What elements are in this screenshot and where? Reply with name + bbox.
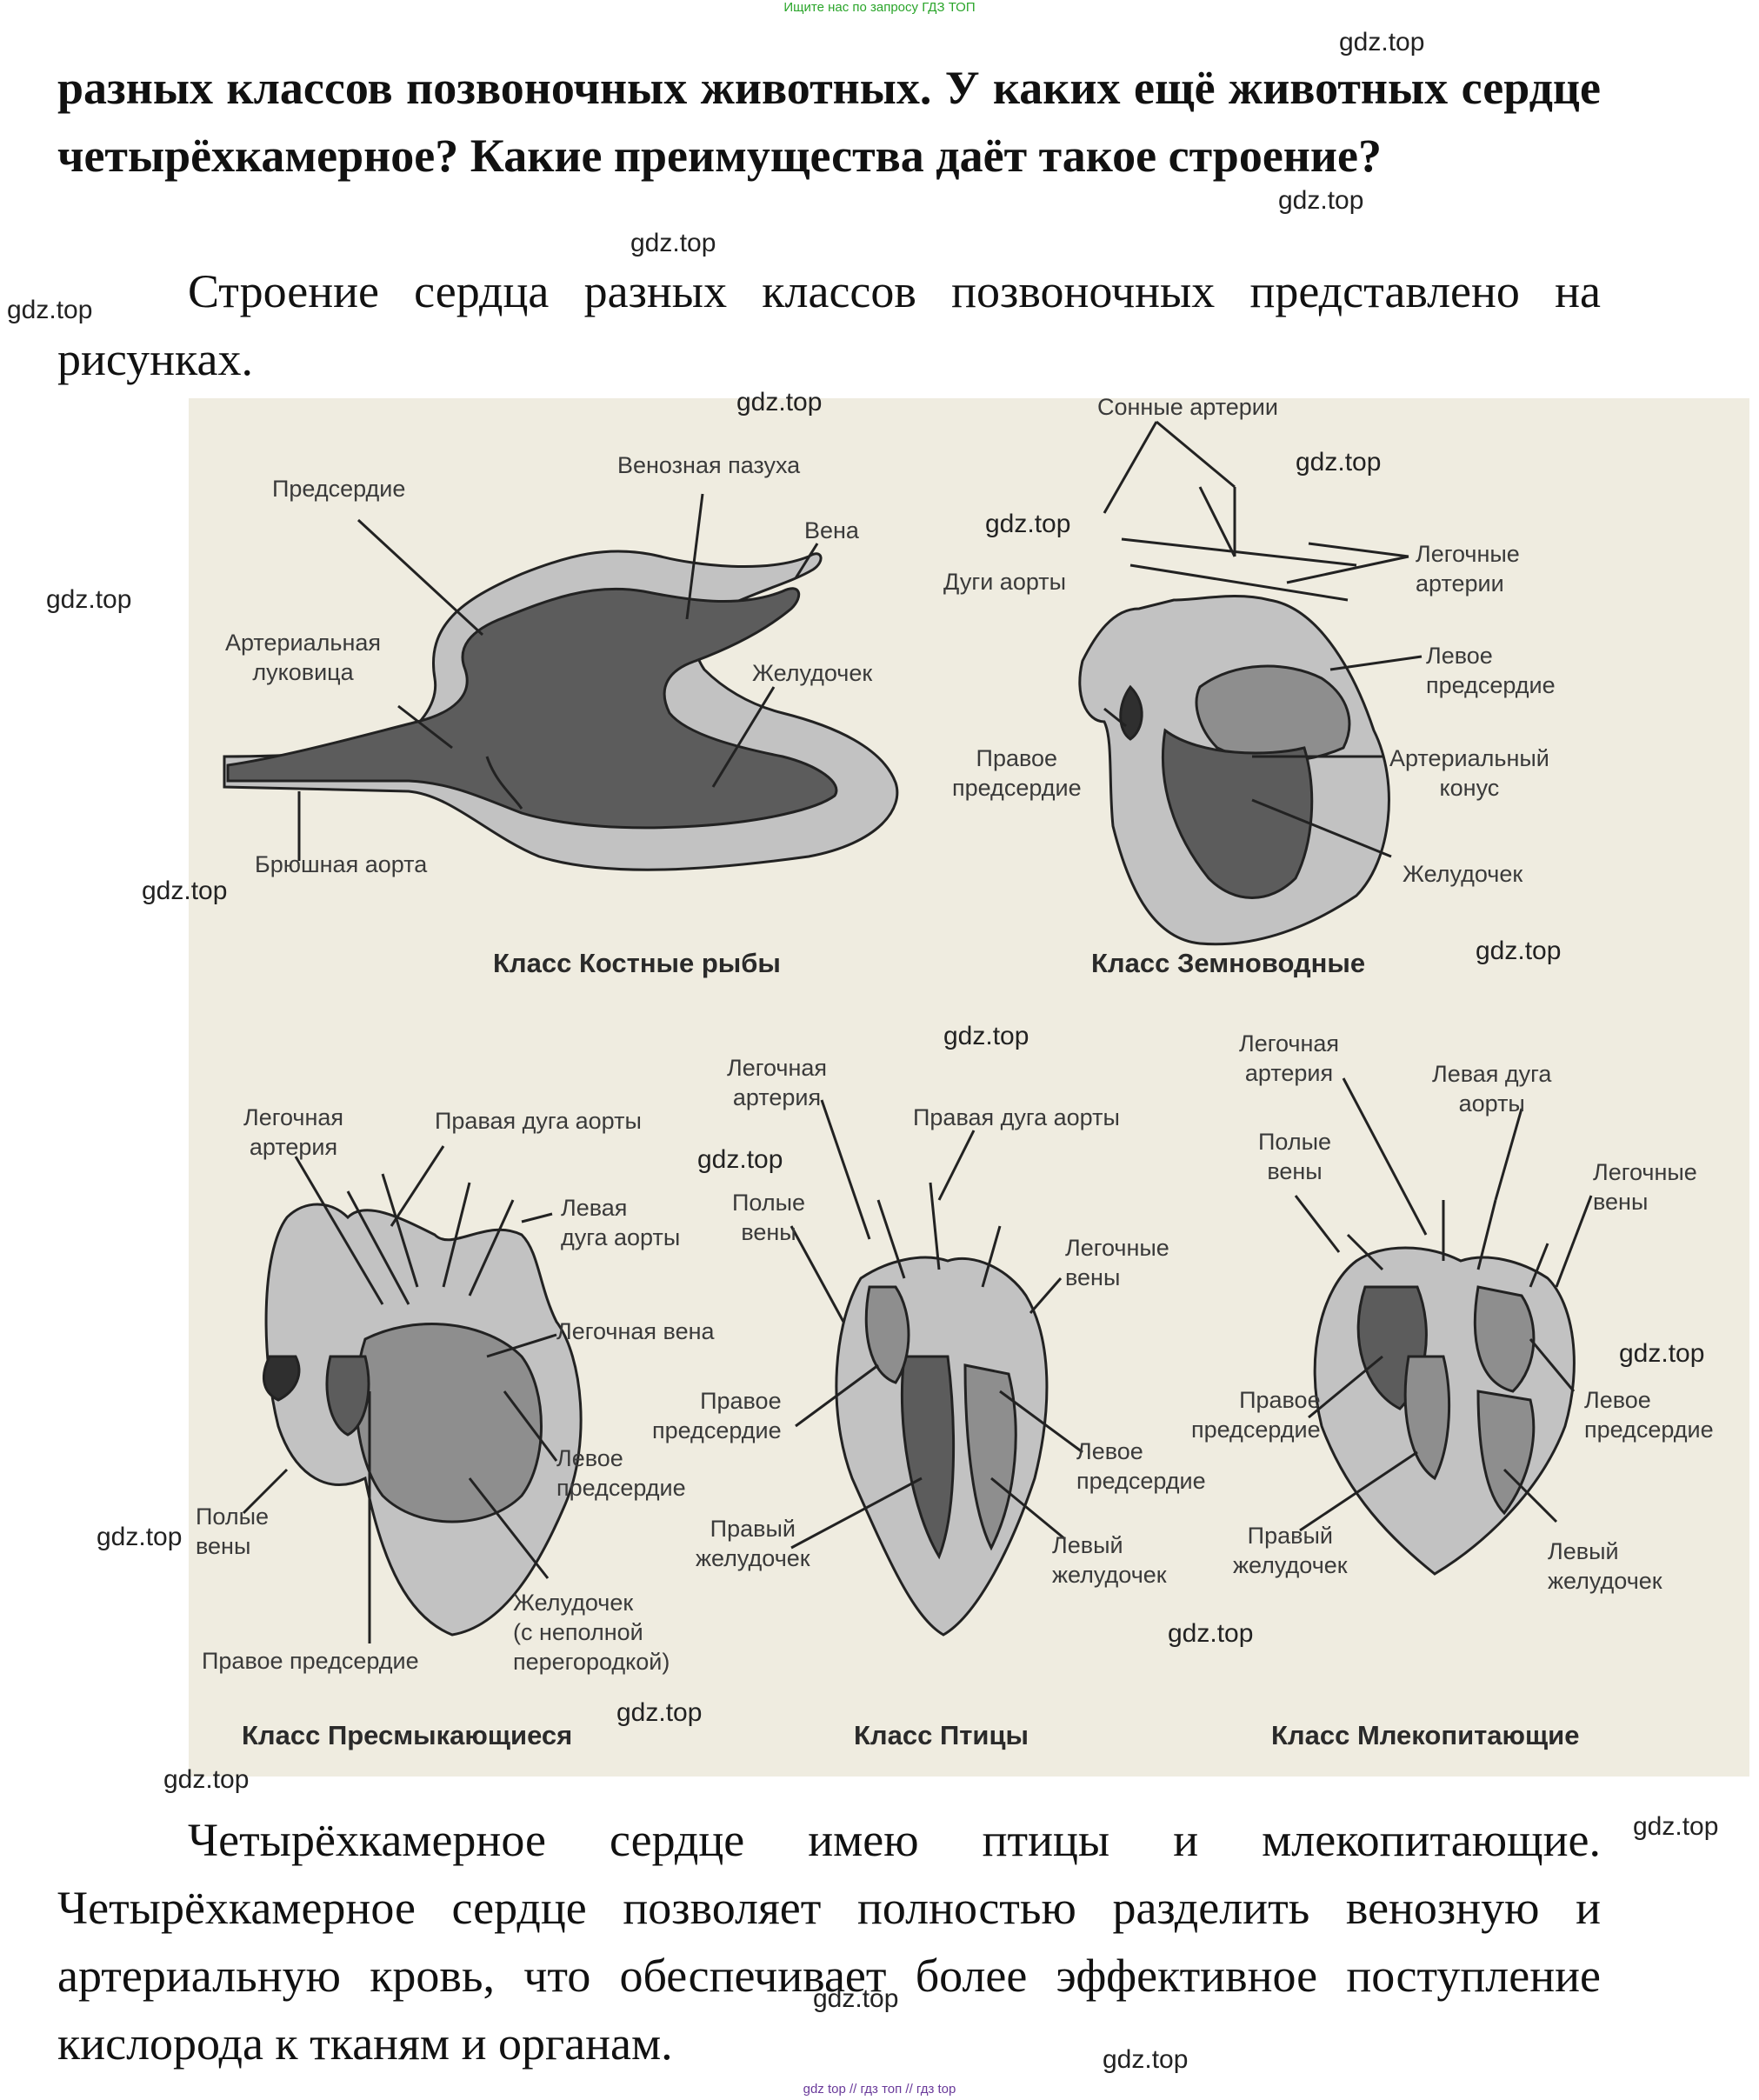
watermark: gdz.top (1619, 1339, 1705, 1368)
mammal-label-left-arch: Левая дуга аорты (1432, 1061, 1552, 1117)
fish-label-ventricle: Желудочек (752, 660, 873, 686)
mammal-caption: Класс Млекопитающие (1271, 1720, 1580, 1750)
amphibian-label-carotid: Сонные артерии (1097, 394, 1278, 420)
bird-label-left-ventricle: Левый желудочек (1052, 1532, 1167, 1588)
reptile-label-ventricle: Желудочек (с неполной перегородкой) (513, 1590, 670, 1675)
watermark: gdz.top (1633, 1812, 1719, 1841)
mammal-label-pulmonary-veins: Легочные вены (1593, 1159, 1697, 1215)
bird-label-pulmonary-veins: Легочные вены (1065, 1235, 1169, 1290)
watermark: gdz.top (616, 1698, 703, 1727)
watermark: gdz.top (697, 1145, 783, 1174)
bird-label-right-ventricle: Правый желудочек (696, 1516, 810, 1571)
reptile-label-left-atrium: Левое предсердие (556, 1445, 686, 1501)
bird-label-right-atrium: Правое предсердие (652, 1388, 782, 1443)
reptile-label-pulmonary-artery: Легочная артерия (243, 1104, 344, 1160)
amphibian-label-ventricle: Желудочек (1403, 861, 1523, 887)
reptile-label-left-arch: Левая дуга аорты (561, 1195, 681, 1250)
reptile-leader-lines (242, 1145, 558, 1643)
watermark: gdz.top (943, 1022, 1029, 1050)
mammal-heart-drawing (1313, 1199, 1576, 1576)
mammal-label-pulmonary-artery: Легочная артерия (1239, 1030, 1340, 1086)
watermark: gdz.top (97, 1523, 183, 1551)
mammal-label-right-ventricle: Правый желудочек (1233, 1523, 1348, 1578)
watermark: gdz.top (46, 585, 132, 614)
watermark: gdz.top (1278, 186, 1364, 215)
fish-leader-lines (297, 493, 819, 861)
reptile-label-venae-cavae: Полые вены (196, 1503, 270, 1559)
amphibian-label-pulmonary-arteries: Легочные артерии (1416, 541, 1520, 597)
bird-label-right-arch: Правая дуга аорты (913, 1104, 1120, 1130)
watermark: gdz.top (1339, 28, 1425, 57)
mammal-leader-lines (1294, 1077, 1593, 1532)
watermark: gdz.top (1296, 448, 1382, 477)
bird-label-left-atrium: Левое предсердие (1076, 1438, 1206, 1494)
fish-label-atrium: Предсердие (272, 476, 406, 502)
watermark: gdz.top (736, 388, 823, 417)
amphibian-label-aortic-arches: Дуги аорты (943, 569, 1067, 595)
reptile-label-pulmonary-vein: Легочная вена (556, 1318, 715, 1344)
watermark: gdz.top (1103, 2045, 1189, 2074)
reptile-label-right-atrium: Правое предсердие (202, 1648, 419, 1674)
mammal-label-venae-cavae: Полые вены (1258, 1129, 1332, 1184)
amphibian-label-left-atrium: Левое предсердие (1426, 643, 1556, 698)
watermark: gdz.top (630, 229, 716, 257)
fish-label-ventral-aorta: Брюшная аорта (255, 851, 428, 877)
reptile-caption: Класс Пресмыкающиеся (242, 1720, 573, 1750)
amphibian-label-conus: Артериальный конус (1389, 745, 1549, 801)
watermark: gdz.top (813, 1984, 899, 2013)
fish-label-bulbus: Артериальная луковица (225, 630, 381, 685)
amphibian-heart-drawing (1078, 486, 1390, 946)
reptile-label-right-arch: Правая дуга аорты (435, 1108, 642, 1134)
amphibian-label-right-atrium: Правое предсердие (952, 745, 1082, 801)
bird-label-venae-cavae: Полые вены (732, 1190, 806, 1245)
bird-caption: Класс Птицы (854, 1720, 1029, 1750)
amphibian-caption: Класс Земноводные (1091, 948, 1366, 978)
watermark: gdz.top (7, 296, 93, 324)
watermark: gdz.top (142, 877, 228, 905)
bird-label-pulmonary-artery: Легочная артерия (727, 1055, 828, 1110)
fish-label-vein: Вена (804, 517, 859, 543)
amphibian-leader-lines (1103, 420, 1423, 858)
answer-text: Четырёхкамерное сердце имею птицы и млек… (57, 1814, 1601, 2070)
reptile-heart-drawing (262, 1173, 583, 1637)
bottom-banner[interactable]: gdz top // гдз топ // гдз top (803, 2082, 956, 2097)
top-banner[interactable]: Ищите нас по запросу ГДЗ ТОП (783, 0, 976, 15)
watermark: gdz.top (163, 1765, 250, 1794)
mammal-label-left-ventricle: Левый желудочек (1548, 1538, 1662, 1594)
mammal-label-right-atrium: Правое предсердие (1191, 1387, 1321, 1443)
intro-text: Строение сердца разных классов позвоночн… (57, 265, 1601, 385)
watermark: gdz.top (1168, 1619, 1254, 1648)
bird-heart-drawing (835, 1182, 1049, 1637)
fish-caption: Класс Костные рыбы (493, 948, 781, 978)
mammal-label-left-atrium: Левое предсердие (1584, 1387, 1714, 1443)
fish-label-venous-sinus: Венозная пазуха (617, 452, 801, 478)
watermark: gdz.top (1476, 937, 1562, 965)
question-text: разных классов позвоночных животных. У к… (57, 62, 1601, 182)
watermark: gdz.top (985, 510, 1071, 538)
fish-heart-drawing (223, 550, 899, 871)
bird-leader-lines (790, 1099, 1083, 1550)
